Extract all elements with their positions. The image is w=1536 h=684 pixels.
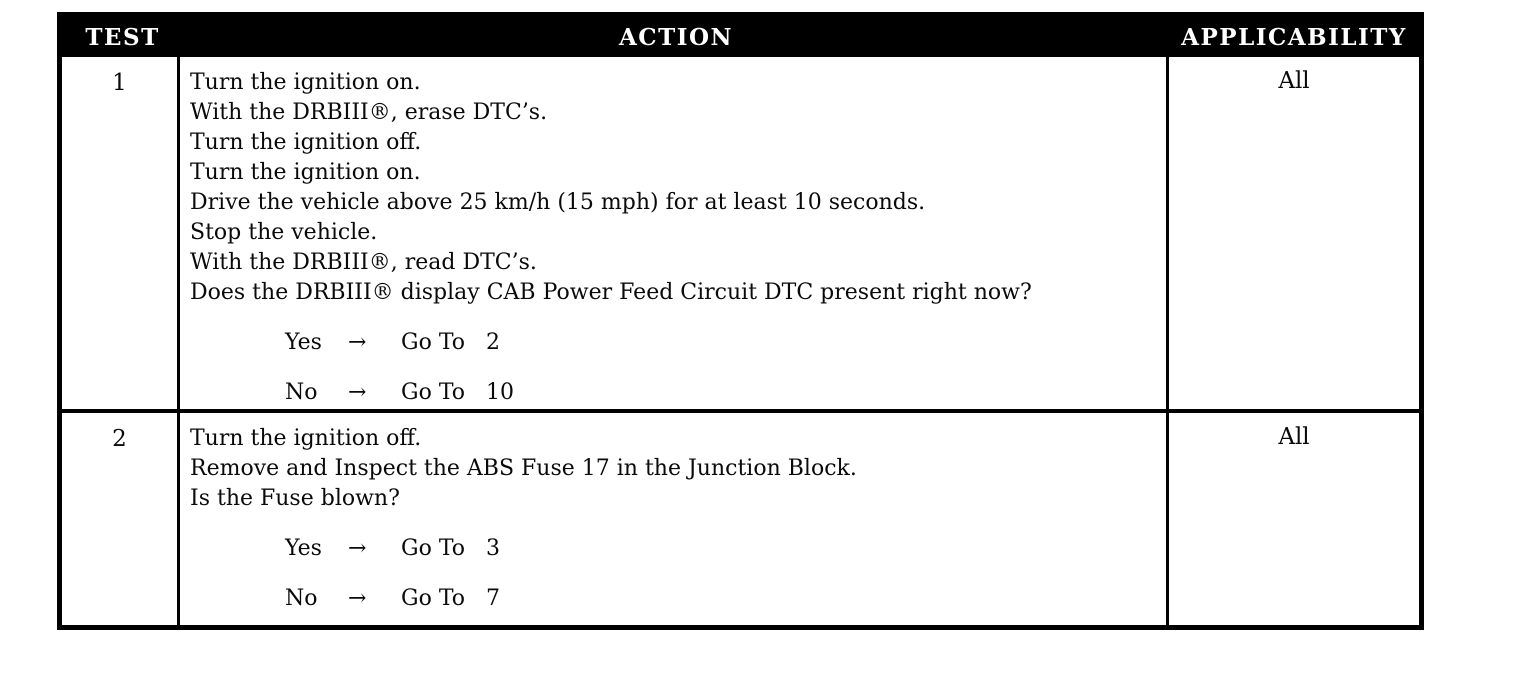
goto-label: Go To [401,330,466,355]
arrow-right-icon: → [348,330,367,355]
column-header-applicability: APPLICABILITY [1181,23,1407,51]
action-line: With the DRBIII®, erase DTC’s. [190,100,548,125]
test-number-cell: 1 [62,57,180,409]
action-line: Remove and Inspect the ABS Fuse 17 in th… [190,456,857,481]
answer-line-no: No → Go To 7 [285,584,1154,614]
arrow-right-icon: → [348,586,367,611]
action-line: Is the Fuse blown? [190,486,400,511]
action-line: Turn the ignition off. [190,426,422,451]
action-line: Drive the vehicle above 25 km/h (15 mph)… [190,190,926,215]
answer-label: No [285,586,318,611]
answer-label: No [285,380,318,405]
answer-label: Yes [285,330,322,355]
goto-target: 7 [486,586,500,611]
table-row-test-2: 2 Turn the ignition off. Remove and Insp… [62,409,1419,625]
action-line: Turn the ignition on. [190,160,421,185]
answer-line-yes: Yes → Go To 3 [285,534,1154,564]
goto-label: Go To [401,380,466,405]
action-line: Does the DRBIII® display CAB Power Feed … [190,280,1032,305]
applicability-cell: All [1278,68,1310,94]
table-row-test-1: 1 Turn the ignition on. With the DRBIII®… [62,57,1419,409]
goto-target: 10 [486,380,514,405]
test-number-cell: 2 [62,413,180,625]
column-header-action: ACTION [618,23,734,51]
arrow-right-icon: → [348,536,367,561]
action-cell: Turn the ignition off. Remove and Inspec… [180,413,1169,625]
action-line: Turn the ignition on. [190,70,421,95]
column-header-test: TEST [85,23,160,51]
action-line: With the DRBIII®, read DTC’s. [190,250,537,275]
action-cell: Turn the ignition on. With the DRBIII®, … [180,57,1169,409]
answer-line-yes: Yes → Go To 2 [285,328,1154,358]
goto-label: Go To [401,586,466,611]
table-header-row: TEST ACTION APPLICABILITY [62,17,1419,57]
goto-label: Go To [401,536,466,561]
goto-target: 3 [486,536,500,561]
goto-target: 2 [486,330,500,355]
arrow-right-icon: → [348,380,367,405]
applicability-cell: All [1278,424,1310,450]
answer-label: Yes [285,536,322,561]
action-line: Turn the ignition off. [190,130,422,155]
answer-line-no: No → Go To 10 [285,378,1154,408]
action-line: Stop the vehicle. [190,220,378,245]
diagnostic-test-table: TEST ACTION APPLICABILITY 1 Turn the ign… [57,12,1424,630]
